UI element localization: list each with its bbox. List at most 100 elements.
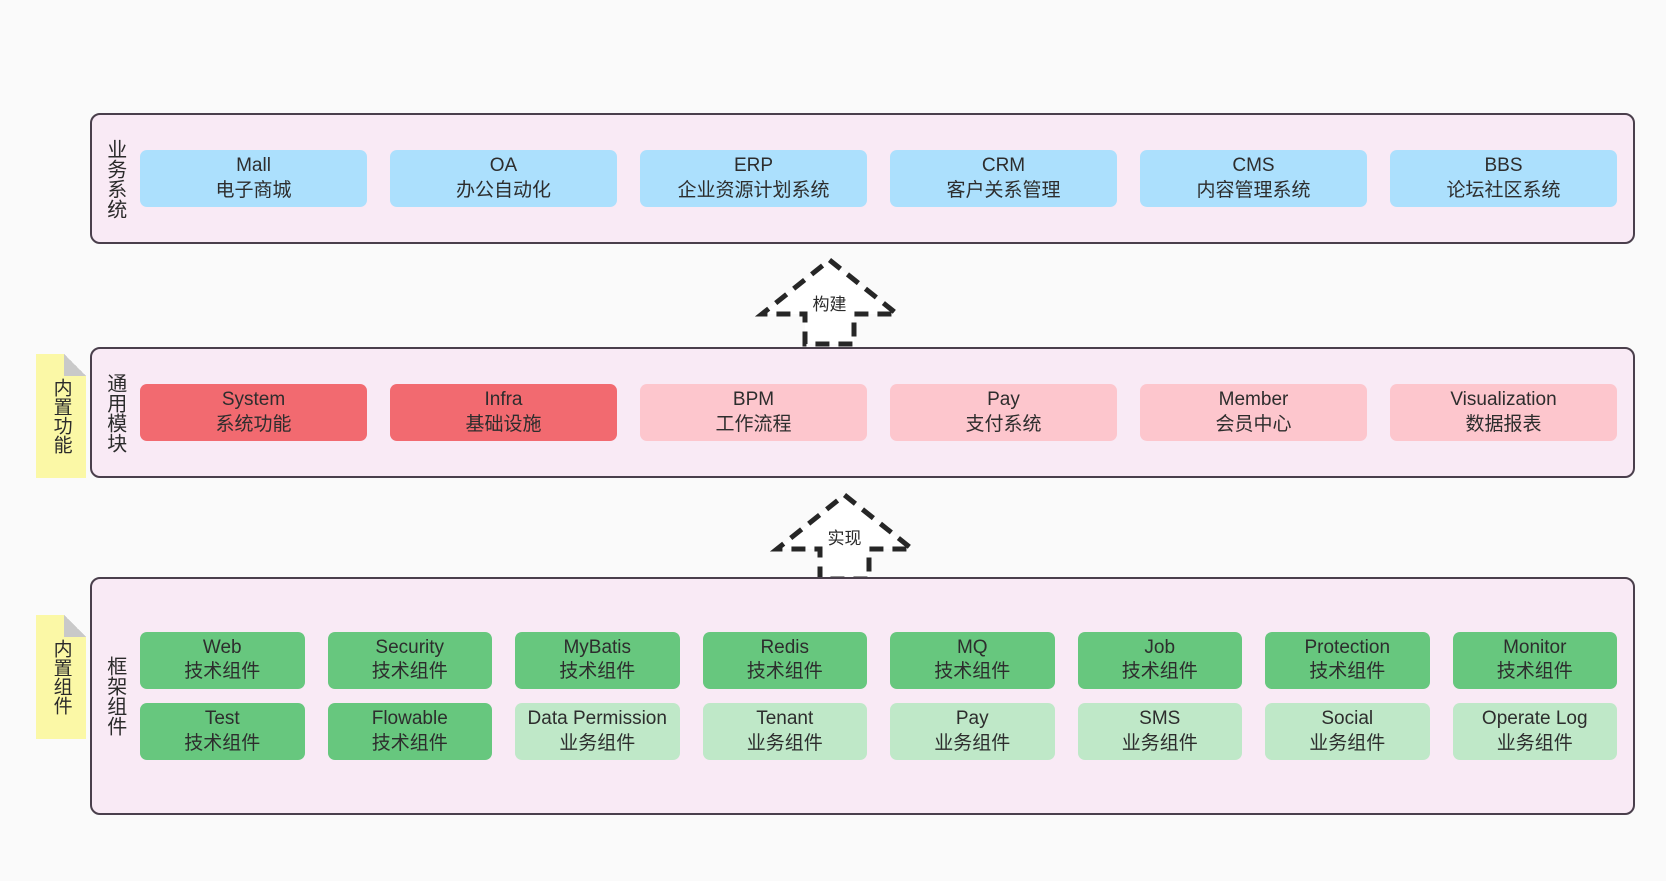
layer-title-business-systems: 业务系统 (103, 138, 126, 219)
node-title: Redis (760, 636, 810, 658)
node-visualization[interactable]: Visualization 数据报表 (1390, 383, 1617, 442)
node-subtitle: 技术组件 (746, 661, 823, 683)
node-protection[interactable]: Protection 技术组件 (1265, 631, 1430, 689)
node-bpm[interactable]: BPM 工作流程 (640, 383, 867, 442)
node-subtitle: 技术组件 (371, 661, 448, 683)
layer-body-framework-components: Web 技术组件 Security 技术组件 MyBatis 技术组件 Redi… (136, 579, 1633, 813)
connector-build-arrow (754, 256, 905, 347)
node-web[interactable]: Web 技术组件 (140, 631, 305, 689)
node-title: BPM (732, 388, 775, 410)
node-flowable[interactable]: Flowable 技术组件 (327, 703, 492, 761)
node-subtitle: 技术组件 (1496, 661, 1573, 683)
node-title: CMS (1232, 154, 1275, 176)
layer-title-common-modules: 通用模块 (103, 372, 126, 453)
node-row: System 系统功能 Infra 基础设施 BPM 工作流程 Pay 支付系统… (140, 383, 1617, 442)
node-subtitle: 支付系统 (965, 413, 1042, 435)
connector-implement-arrow (769, 491, 920, 582)
node-data-permission[interactable]: Data Permission 业务组件 (515, 703, 680, 761)
note-label: 内置组件 (50, 639, 72, 715)
node-monitor[interactable]: Monitor 技术组件 (1452, 631, 1617, 689)
node-subtitle: 系统功能 (215, 413, 292, 435)
node-subtitle: 技术组件 (1309, 661, 1386, 683)
node-subtitle: 客户关系管理 (946, 179, 1061, 201)
node-subtitle: 会员中心 (1215, 413, 1292, 435)
node-sms[interactable]: SMS 业务组件 (1077, 703, 1242, 761)
layer-framework-components[interactable]: 框架组件 Web 技术组件 Security 技术组件 MyBatis 技术组件… (90, 577, 1635, 815)
node-title: CRM (981, 154, 1026, 176)
node-pay-business[interactable]: Pay 业务组件 (890, 703, 1055, 761)
node-subtitle: 业务组件 (1496, 732, 1573, 754)
layer-title-framework-components: 框架组件 (103, 656, 126, 736)
note-builtin-features: 内置功能 (36, 354, 86, 478)
node-pay[interactable]: Pay 支付系统 (890, 383, 1117, 442)
node-subtitle: 业务组件 (746, 732, 823, 754)
node-subtitle: 技术组件 (184, 661, 261, 683)
node-subtitle: 技术组件 (1121, 661, 1198, 683)
node-title: MQ (956, 636, 988, 658)
node-subtitle: 电子商城 (215, 179, 292, 201)
node-subtitle: 业务组件 (1121, 732, 1198, 754)
node-title: Visualization (1450, 388, 1557, 410)
node-title: Pay (955, 708, 989, 729)
node-mq[interactable]: MQ 技术组件 (890, 631, 1055, 689)
node-subtitle: 技术组件 (559, 661, 636, 683)
node-infra[interactable]: Infra 基础设施 (390, 383, 617, 442)
node-title: Tenant (756, 708, 814, 729)
node-member[interactable]: Member 会员中心 (1140, 383, 1367, 442)
node-subtitle: 技术组件 (371, 732, 448, 754)
node-title: SMS (1139, 708, 1181, 729)
node-subtitle: 办公自动化 (455, 179, 551, 201)
node-subtitle: 工作流程 (715, 413, 792, 435)
node-title: Protection (1304, 636, 1391, 658)
node-mall[interactable]: Mall 电子商城 (140, 149, 367, 208)
layer-common-modules[interactable]: 通用模块 System 系统功能 Infra 基础设施 BPM 工作流程 Pay… (90, 347, 1635, 478)
node-title: Member (1218, 388, 1289, 410)
node-subtitle: 内容管理系统 (1196, 179, 1311, 201)
node-subtitle: 企业资源计划系统 (677, 179, 830, 201)
node-social[interactable]: Social 业务组件 (1265, 703, 1430, 761)
node-title: Mall (236, 154, 271, 176)
node-subtitle: 基础设施 (465, 413, 542, 435)
node-subtitle: 数据报表 (1465, 413, 1542, 435)
node-mybatis[interactable]: MyBatis 技术组件 (515, 631, 680, 689)
node-cms[interactable]: CMS 内容管理系统 (1140, 149, 1367, 208)
layer-body-business-systems: Mall 电子商城 OA 办公自动化 ERP 企业资源计划系统 CRM 客户关系… (136, 115, 1633, 242)
node-title: Flowable (371, 708, 448, 729)
node-security[interactable]: Security 技术组件 (327, 631, 492, 689)
node-subtitle: 业务组件 (559, 732, 636, 754)
node-tenant[interactable]: Tenant 业务组件 (702, 703, 867, 761)
node-title: BBS (1484, 154, 1523, 176)
node-test[interactable]: Test 技术组件 (140, 703, 305, 761)
node-oa[interactable]: OA 办公自动化 (390, 149, 617, 208)
node-subtitle: 论坛社区系统 (1446, 179, 1561, 201)
node-title: Pay (987, 388, 1020, 410)
node-title: Web (202, 636, 242, 658)
node-subtitle: 业务组件 (1309, 732, 1386, 754)
node-title: MyBatis (563, 636, 632, 658)
node-title: Operate Log (1481, 708, 1588, 729)
connector-implement-label: 实现 (827, 529, 862, 548)
layer-body-common-modules: System 系统功能 Infra 基础设施 BPM 工作流程 Pay 支付系统… (136, 349, 1633, 476)
node-crm[interactable]: CRM 客户关系管理 (890, 149, 1117, 208)
layer-business-systems[interactable]: 业务系统 Mall 电子商城 OA 办公自动化 ERP 企业资源计划系统 CRM… (90, 113, 1635, 244)
node-title: Social (1321, 708, 1374, 729)
node-title: ERP (733, 154, 774, 176)
node-title: Security (375, 636, 445, 658)
node-erp[interactable]: ERP 企业资源计划系统 (640, 149, 867, 208)
node-title: Test (204, 708, 240, 729)
node-system[interactable]: System 系统功能 (140, 383, 367, 442)
node-operate-log[interactable]: Operate Log 业务组件 (1452, 703, 1617, 761)
node-row: Mall 电子商城 OA 办公自动化 ERP 企业资源计划系统 CRM 客户关系… (140, 149, 1617, 208)
node-job[interactable]: Job 技术组件 (1077, 631, 1242, 689)
node-row: Web 技术组件 Security 技术组件 MyBatis 技术组件 Redi… (140, 631, 1617, 689)
node-redis[interactable]: Redis 技术组件 (702, 631, 867, 689)
node-title: Monitor (1503, 636, 1567, 658)
node-subtitle: 技术组件 (184, 732, 261, 754)
node-title: OA (489, 154, 518, 176)
node-title: Data Permission (527, 708, 667, 729)
node-bbs[interactable]: BBS 论坛社区系统 (1390, 149, 1617, 208)
node-title: System (221, 388, 286, 410)
node-row: Test 技术组件 Flowable 技术组件 Data Permission … (140, 703, 1617, 761)
node-title: Infra (484, 388, 523, 410)
